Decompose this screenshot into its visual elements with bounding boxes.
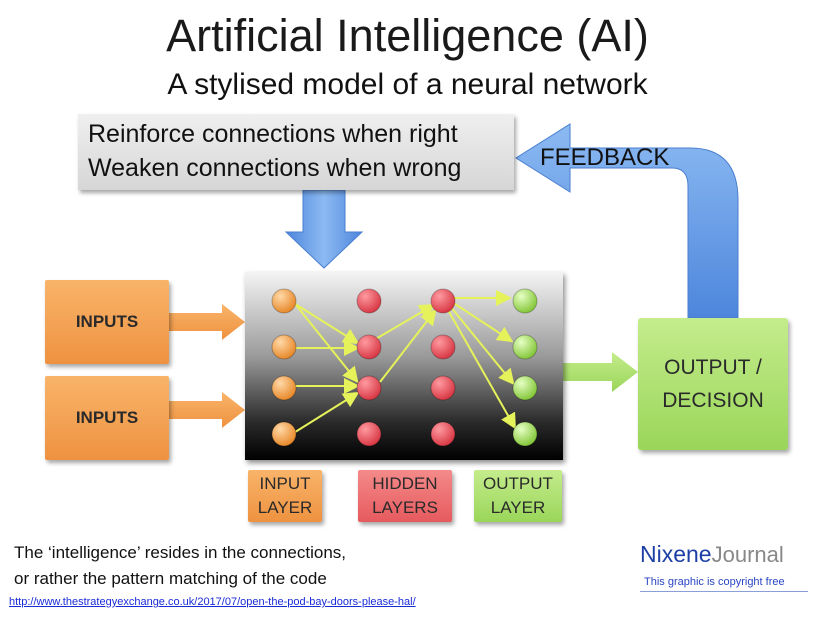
output-arrow — [563, 352, 638, 392]
input-node — [271, 375, 297, 401]
brand-logo: NixeneJournal — [640, 541, 784, 568]
connection — [291, 391, 360, 435]
output-node — [512, 288, 538, 314]
connection — [291, 301, 360, 345]
rule-line-weaken: Weaken connections when wrong — [88, 154, 462, 182]
connection — [451, 301, 514, 343]
feedback-label: FEEDBACK — [540, 144, 670, 171]
hidden-node — [356, 288, 382, 314]
source-link[interactable]: http://www.thestrategyexchange.co.uk/201… — [9, 596, 416, 608]
input-node — [271, 421, 297, 447]
copyright-underline — [640, 591, 808, 592]
inputs-box-2: INPUTS — [45, 376, 169, 460]
input-node — [271, 334, 297, 360]
hidden-node — [356, 334, 382, 360]
hidden-node — [430, 334, 456, 360]
connection — [379, 308, 437, 383]
output-node — [512, 421, 538, 447]
hidden-node — [356, 375, 382, 401]
page-title: Artificial Intelligence (AI) — [166, 10, 649, 61]
hidden-node — [430, 375, 456, 401]
connection — [447, 309, 516, 430]
down-arrow — [284, 189, 364, 269]
hidden-layers-label: HIDDEN LAYERS — [358, 470, 452, 522]
caption-line-2: or rather the pattern matching of the co… — [14, 569, 327, 588]
brand-part-2: Journal — [711, 542, 784, 567]
output-decision-box: OUTPUT / DECISION — [638, 318, 788, 450]
rule-box: Reinforce connections when right Weaken … — [78, 114, 514, 190]
input-arrow-1 — [169, 304, 245, 340]
brand-part-1: Nixene — [640, 541, 712, 567]
hidden-node — [430, 421, 456, 447]
output-node — [512, 334, 538, 360]
input-node — [271, 288, 297, 314]
rule-line-reinforce: Reinforce connections when right — [88, 120, 458, 148]
connection — [449, 305, 515, 386]
connection — [291, 299, 359, 384]
inputs-label-2: INPUTS — [75, 408, 139, 427]
copyright-note: This graphic is copyright free — [644, 576, 785, 588]
inputs-label-1: INPUTS — [75, 312, 139, 331]
caption-line-1: The ‘intelligence’ resides in the connec… — [14, 543, 347, 562]
input-layer-label: INPUT LAYER — [248, 470, 322, 522]
feedback-arrow — [515, 123, 739, 319]
output-layer-label: OUTPUT LAYER — [474, 470, 562, 522]
hidden-node — [356, 421, 382, 447]
hidden-node — [430, 288, 456, 314]
inputs-box-1: INPUTS — [45, 280, 169, 364]
output-node — [512, 375, 538, 401]
connection — [373, 303, 436, 341]
page-subtitle: A stylised model of a neural network — [167, 68, 648, 101]
input-arrow-2 — [169, 392, 245, 428]
